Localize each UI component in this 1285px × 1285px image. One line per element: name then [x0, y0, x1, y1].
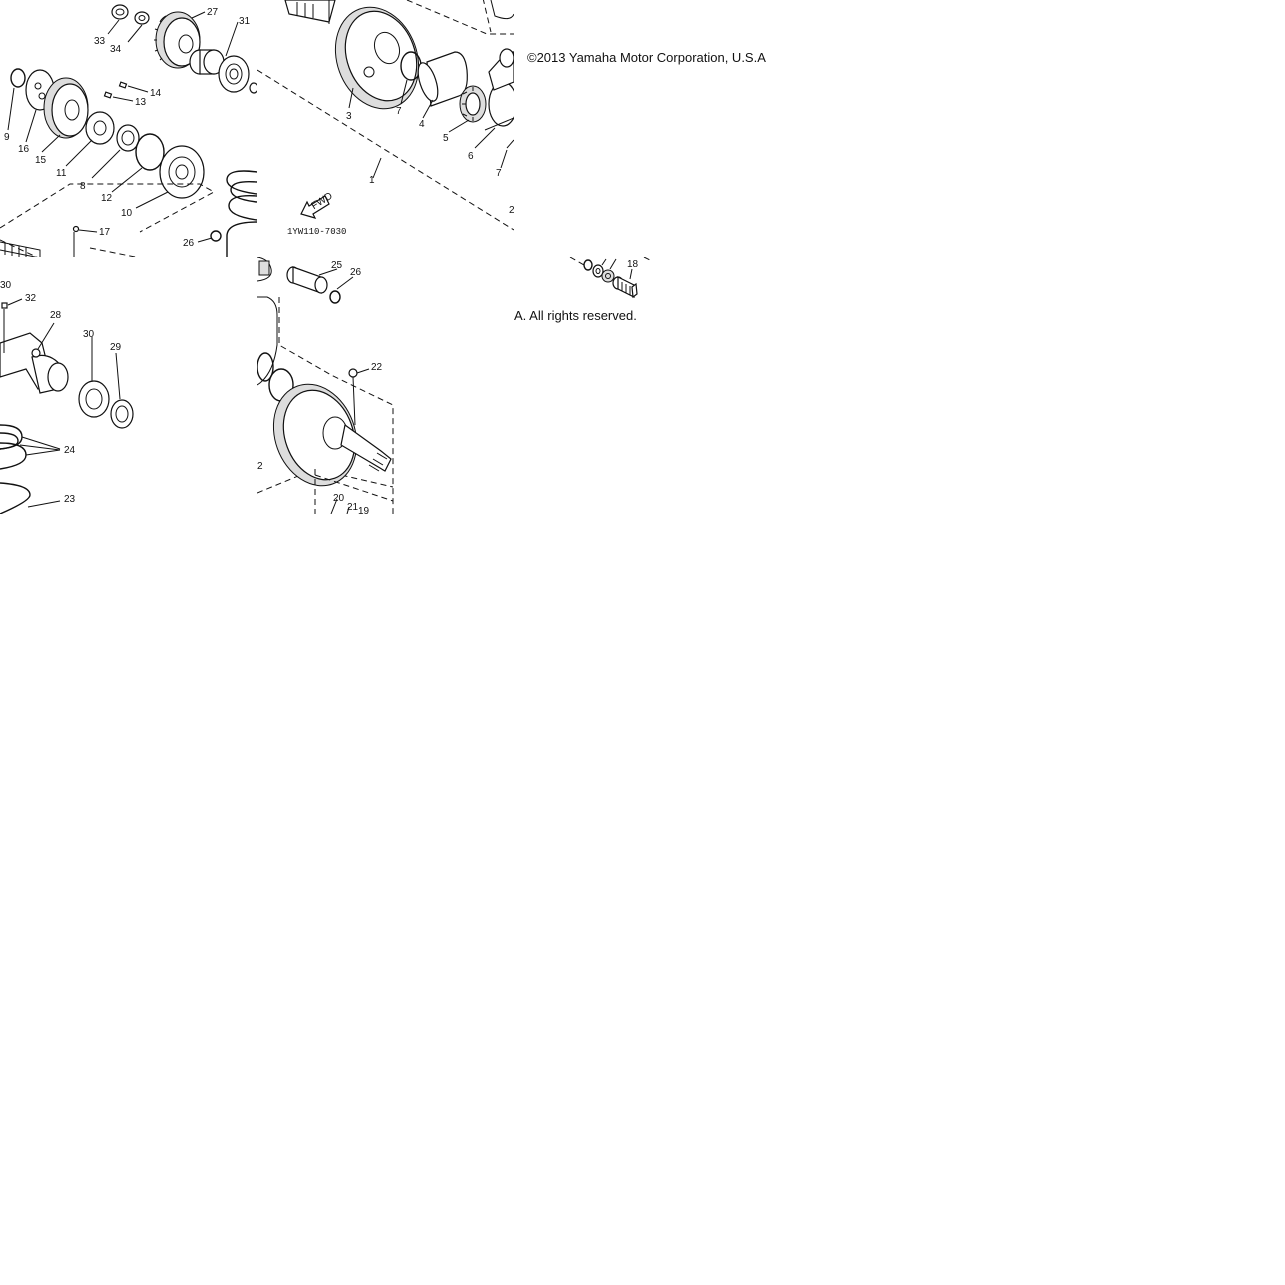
drawing-code: 1YW110-7030 [287, 227, 346, 237]
diagram-tile-bolt: 18 [514, 257, 771, 514]
connecting-rod-part [484, 48, 514, 131]
bolt-drawing: 18 [569, 257, 653, 299]
piston-rings-set-part [0, 424, 27, 470]
callout-5: 5 [443, 133, 449, 144]
callout-2: 2 [509, 205, 514, 216]
balancer-bearing-part [78, 380, 110, 418]
diagram-tile-balancer-shaft: 30 32 28 30 29 24 23 [0, 257, 257, 514]
callout-30b: 30 [83, 329, 95, 340]
callout-27: 27 [207, 7, 219, 18]
callout-29: 29 [110, 342, 122, 353]
callout-7b: 7 [496, 168, 502, 179]
bolt-part [612, 276, 638, 299]
callout-2: 2 [257, 461, 263, 472]
callout-8: 8 [80, 181, 86, 192]
callout-26: 26 [350, 267, 362, 278]
diagram-tile-balancer-gears: 33 34 27 31 9 16 15 14 13 11 8 12 10 26 … [0, 0, 257, 257]
callout-11: 11 [56, 168, 67, 179]
callout-15: 15 [35, 155, 47, 166]
callout-24: 24 [64, 445, 76, 456]
callout-13: 13 [135, 97, 147, 108]
callout-25: 25 [331, 260, 343, 271]
callout-7: 7 [396, 106, 402, 117]
hub-part [85, 111, 115, 145]
callout-22: 22 [371, 362, 383, 373]
copyright-text-bottom: A. All rights reserved. [514, 308, 637, 323]
callout-16: 16 [18, 144, 30, 155]
callout-19: 19 [358, 506, 370, 514]
bearing-part [218, 55, 250, 93]
balancer-shaft-drawing: 30 32 28 30 29 24 23 [0, 280, 134, 514]
washer-part [134, 11, 150, 25]
crank-right-drawing: 25 26 22 2 20 21 19 [257, 257, 394, 514]
callout-3: 3 [346, 111, 352, 122]
drive-gear-part [154, 11, 201, 69]
callout-34: 34 [110, 44, 122, 55]
callout-20: 20 [333, 493, 345, 504]
crank-web-right-part [272, 383, 392, 487]
callout-31: 31 [239, 16, 251, 27]
callout-33: 33 [94, 36, 106, 47]
piston-pin-part [286, 266, 328, 294]
balancer-shaft-part [0, 332, 69, 394]
callout-1: 1 [369, 175, 375, 186]
balancer-gears-drawing: 33 34 27 31 9 16 15 14 13 11 8 12 10 26 … [0, 4, 257, 257]
copyright-text-top: ©2013 Yamaha Motor Corporation, U.S.A [527, 50, 766, 65]
nut-part [111, 4, 129, 20]
needle-bearing-part [459, 85, 487, 123]
crank-web-part [334, 6, 420, 110]
callout-9: 9 [4, 132, 10, 143]
fwd-arrow-icon: FWD [300, 191, 335, 219]
callout-6: 6 [468, 151, 474, 162]
callout-17: 17 [99, 227, 111, 238]
diagram-tile-crank-right: 25 26 22 2 20 21 19 [257, 257, 514, 514]
balancer-gear-part [43, 77, 89, 139]
callout-23: 23 [64, 494, 76, 505]
callout-10: 10 [121, 208, 133, 219]
diagram-tile-crankshaft: FWD 1YW110-7030 3 7 4 5 6 7 1 2 [257, 0, 514, 257]
spacer-part [189, 49, 225, 75]
lock-washer-part [592, 264, 604, 278]
callout-28: 28 [50, 310, 62, 321]
callout-12: 12 [101, 193, 113, 204]
callout-21: 21 [347, 502, 359, 513]
callout-4: 4 [419, 119, 425, 130]
nut-small-part [601, 269, 615, 283]
crankshaft-drawing: FWD 1YW110-7030 3 7 4 5 6 7 1 2 [257, 0, 514, 237]
main-bearing-part [159, 145, 205, 199]
crank-pin-part [417, 51, 468, 107]
callout-30a: 30 [0, 280, 12, 291]
callout-32: 32 [25, 293, 37, 304]
callout-14: 14 [150, 88, 162, 99]
copyright-tile-top [514, 0, 771, 257]
crank-shaft-part [284, 0, 336, 24]
oil-seal-part [110, 399, 134, 429]
callout-26: 26 [183, 238, 195, 249]
piston-rings-part [226, 170, 257, 257]
callout-18: 18 [627, 259, 639, 270]
